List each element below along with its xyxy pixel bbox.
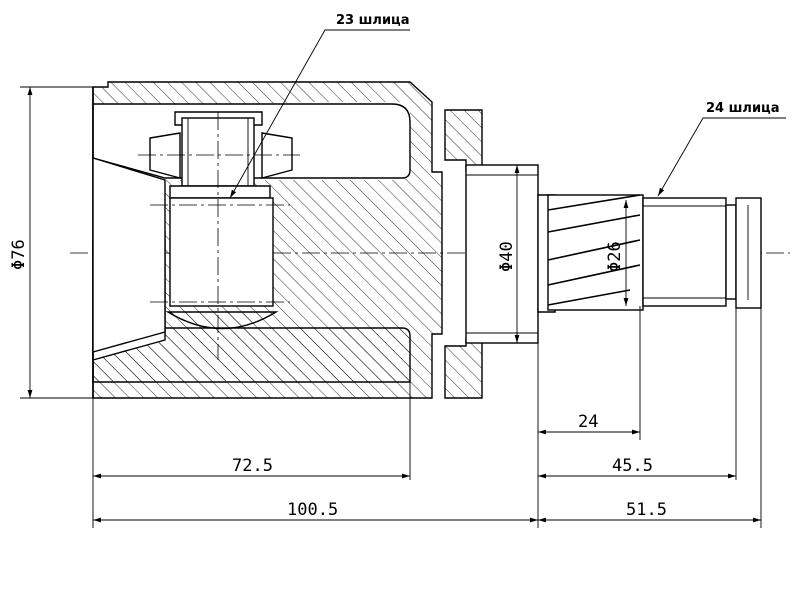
callout-spline-inner: 23 шлица bbox=[336, 13, 409, 28]
extension-lines bbox=[92, 306, 762, 528]
dim-24-text: 24 bbox=[578, 412, 598, 432]
diameter-shaft-label: Φ40 bbox=[497, 241, 517, 272]
flange bbox=[444, 109, 539, 399]
callout-spline-outer-leader bbox=[657, 117, 786, 197]
diameter-spline-label: Φ26 bbox=[605, 241, 625, 272]
dim-72-5-text: 72.5 bbox=[232, 456, 273, 476]
ball-cage bbox=[138, 111, 300, 360]
dim-51-5-text: 51.5 bbox=[626, 500, 667, 520]
dim-45-5-text: 45.5 bbox=[612, 456, 653, 476]
spline-shaft bbox=[537, 194, 762, 313]
inner-bore bbox=[92, 157, 166, 353]
callout-spline-inner-leader bbox=[229, 29, 410, 199]
dim-100-5-text: 100.5 bbox=[287, 500, 338, 520]
callout-spline-outer: 24 шлица bbox=[706, 101, 779, 116]
diameter-outer-label: Φ76 bbox=[9, 239, 29, 270]
